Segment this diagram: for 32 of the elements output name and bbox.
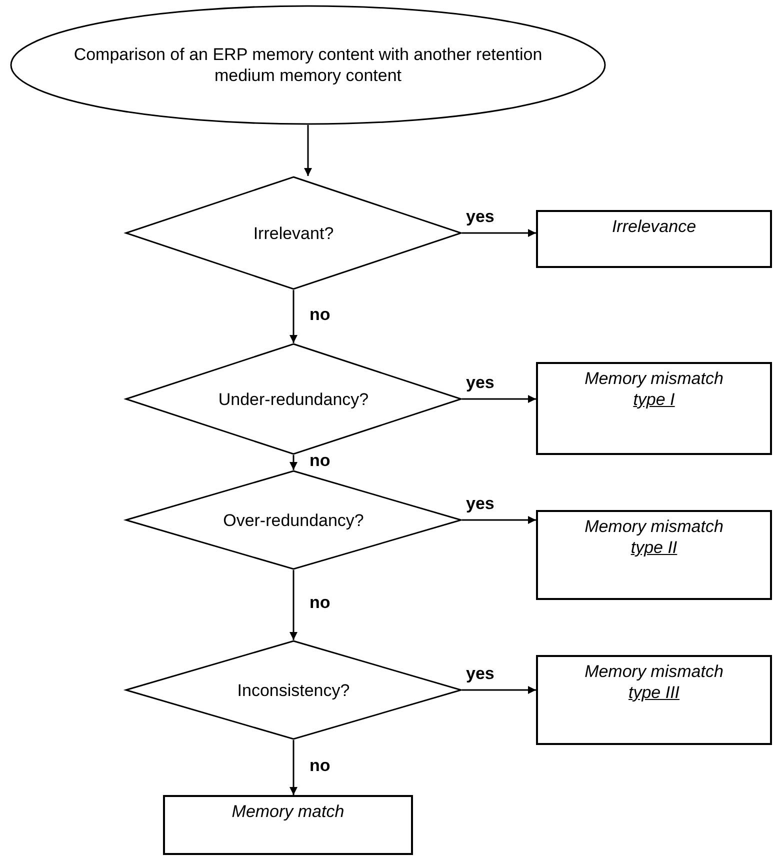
node-text: type II	[630, 537, 678, 558]
node-text: Irrelevant?	[253, 222, 334, 244]
node-text: type III	[628, 682, 680, 703]
arrow	[290, 570, 298, 640]
decision-diamond	[125, 343, 462, 455]
node-text: Memory mismatch	[584, 661, 724, 682]
result-box	[536, 655, 772, 745]
arrow	[290, 290, 298, 343]
result-box	[536, 510, 772, 600]
arrow	[304, 125, 312, 176]
result-box	[536, 210, 772, 268]
node-text: Irrelevance	[612, 216, 696, 237]
node-text: Memory match	[232, 801, 344, 822]
result-box	[163, 795, 413, 855]
decision-diamond	[125, 470, 462, 570]
decision-diamond	[125, 176, 462, 290]
arrow	[290, 740, 298, 795]
result-box	[536, 362, 772, 455]
arrow	[290, 455, 298, 470]
node-text: Under-redundancy?	[218, 388, 369, 410]
start-ellipse	[10, 5, 606, 125]
node-text: Comparison of an ERP memory content with another retention medium memory content	[72, 44, 544, 86]
arrow	[462, 395, 536, 403]
arrow	[462, 516, 536, 524]
node-text: Inconsistency?	[237, 680, 350, 700]
arrow	[462, 686, 536, 694]
arrow	[462, 229, 536, 237]
node-text: Memory mismatch	[584, 368, 724, 389]
node-text: type I	[633, 389, 675, 410]
decision-diamond	[125, 640, 462, 740]
node-text: Memory mismatch	[584, 516, 724, 537]
node-text: Over-redundancy?	[223, 510, 364, 530]
